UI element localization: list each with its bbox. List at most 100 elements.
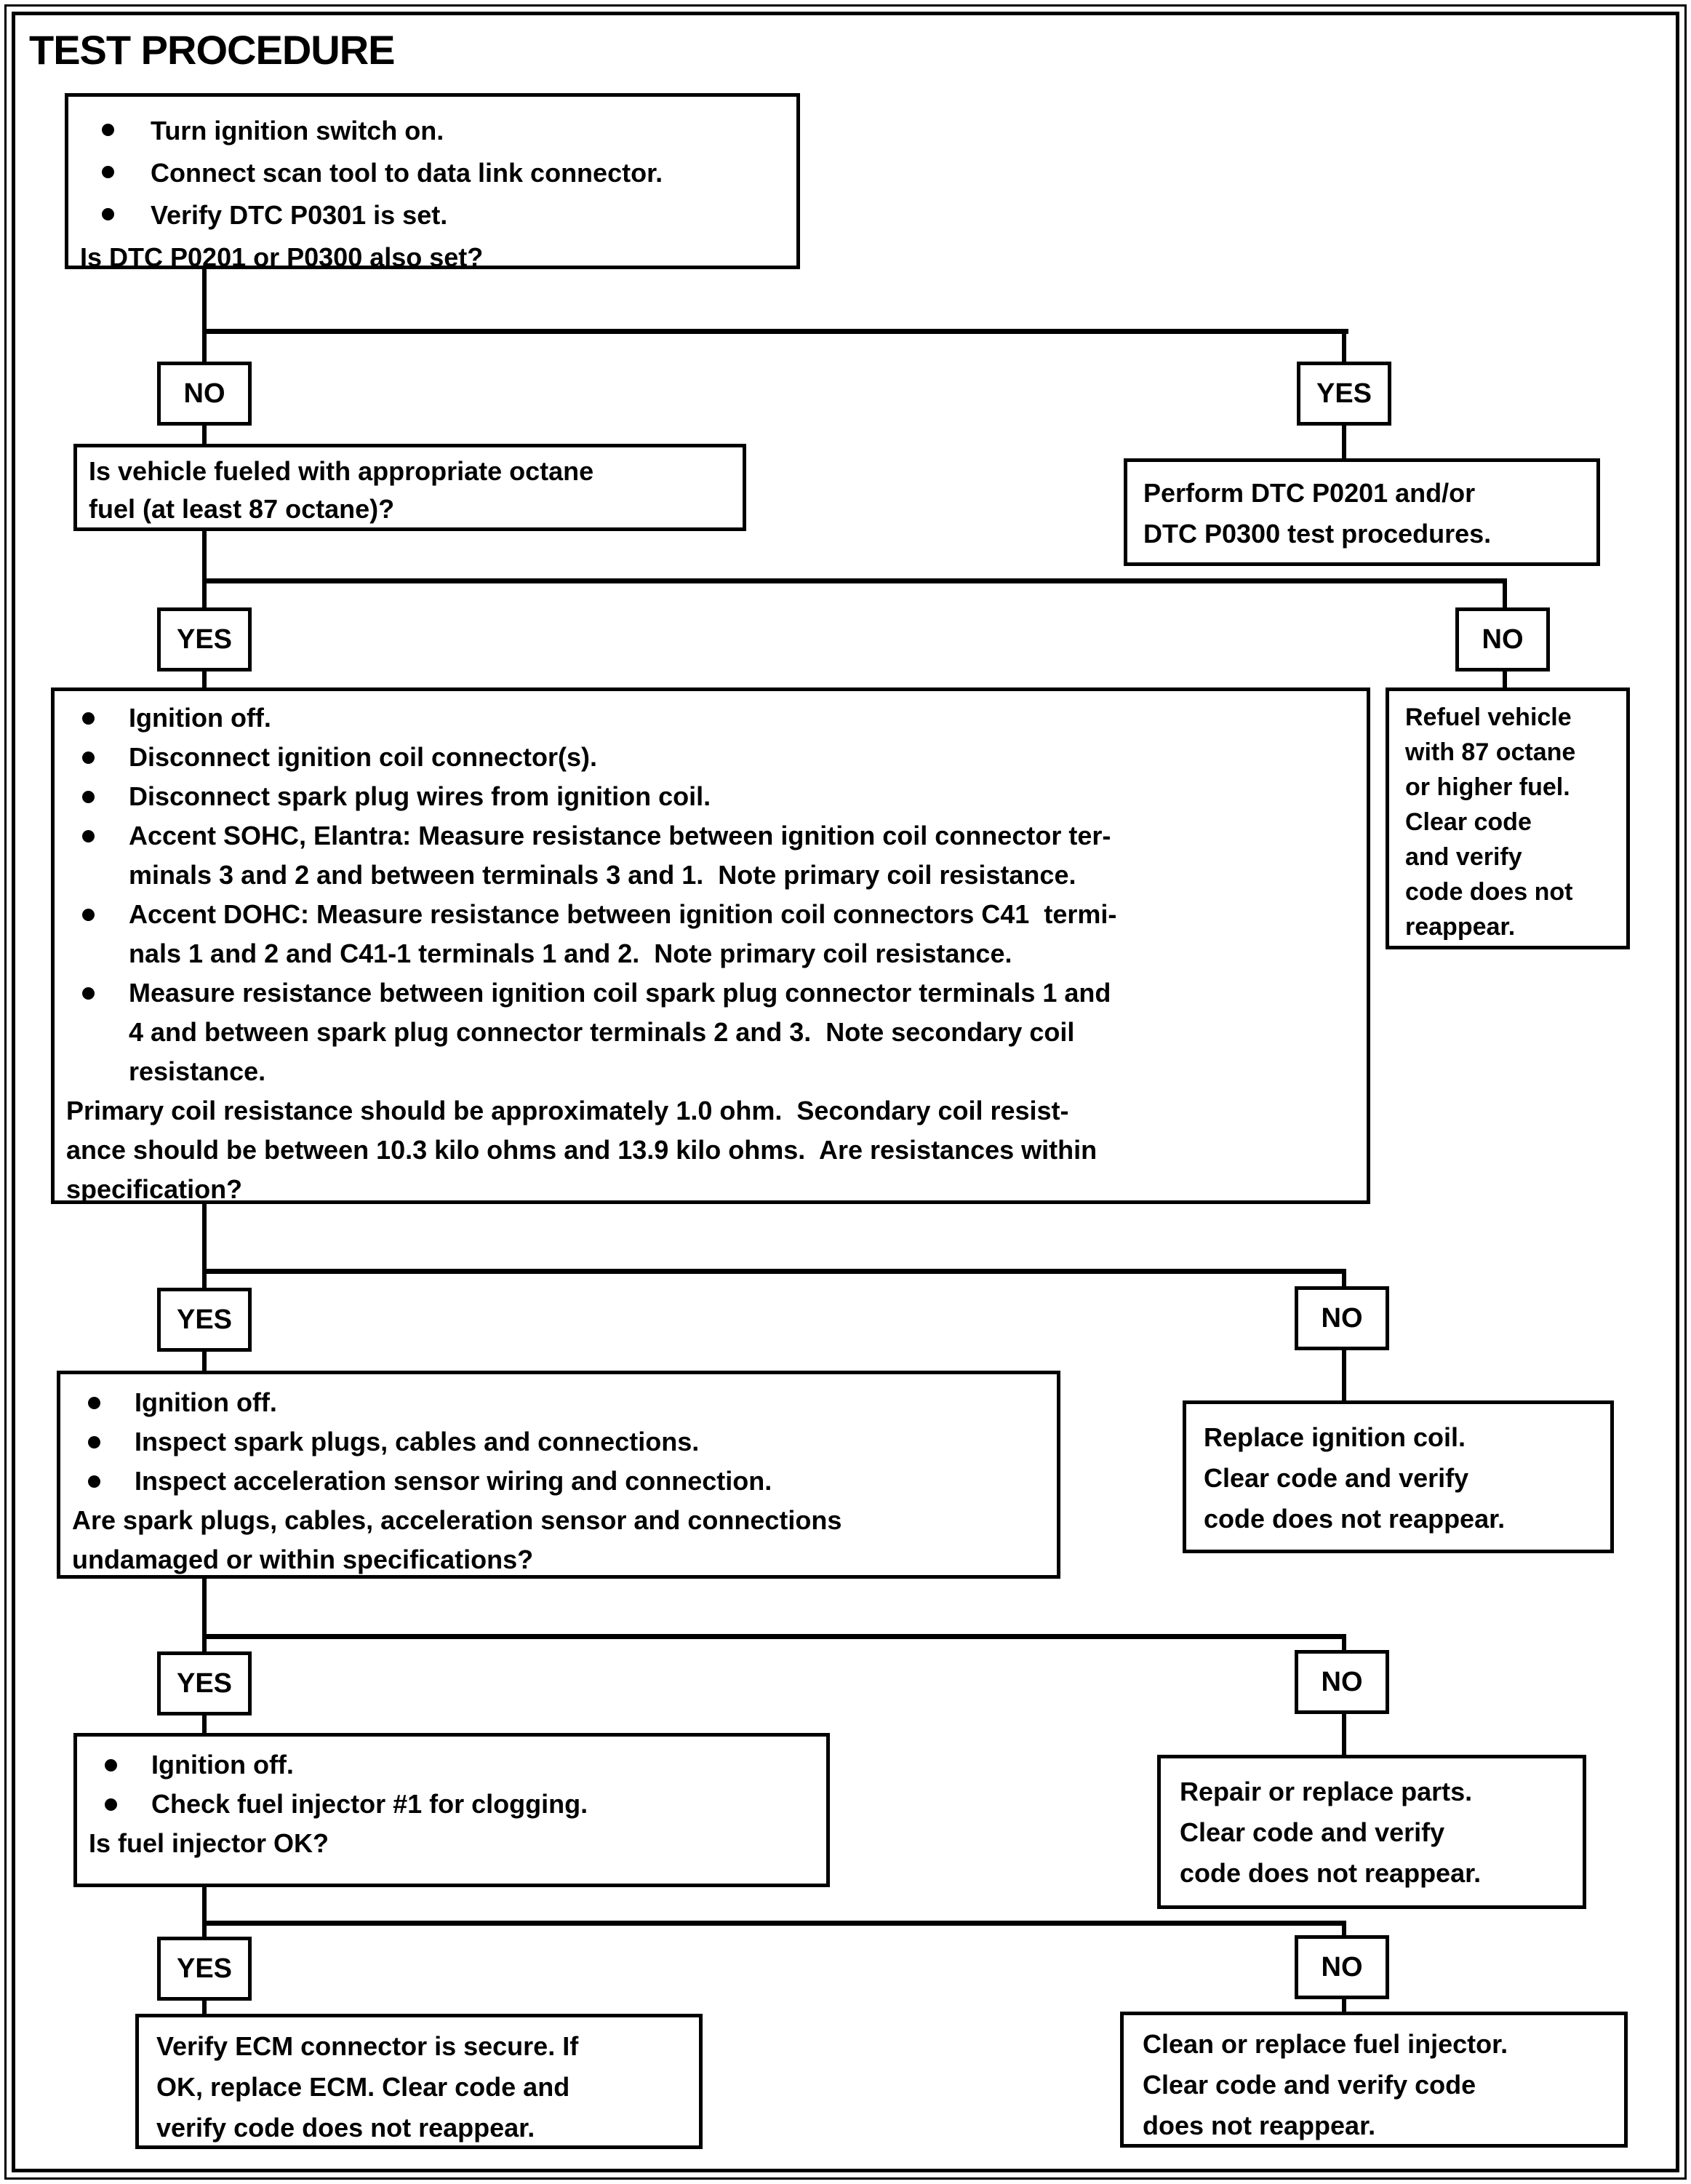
connector-line: [1342, 1269, 1346, 1288]
replace-coil-text: Replace ignition coil. Clear code and ve…: [1204, 1422, 1506, 1534]
connector-line: [202, 1634, 1346, 1639]
coil-question: Primary coil resistance should be approx…: [66, 1096, 1098, 1204]
coil-test-box: Ignition off. Disconnect ignition coil c…: [51, 688, 1370, 1204]
connector-line: [202, 1577, 207, 1637]
connector-line: [1342, 329, 1346, 364]
injector-bullet-1: Ignition off.: [151, 1750, 294, 1780]
inspect-bullet-2: Inspect spark plugs, cables and connecti…: [135, 1427, 700, 1456]
no-label: NO: [183, 378, 225, 409]
list-item: Accent SOHC, Elantra: Measure resistance…: [55, 816, 1367, 895]
list-item: Connect scan tool to data link connector…: [68, 152, 796, 194]
coil-bullet-3: Disconnect spark plug wires from ignitio…: [129, 781, 711, 811]
list-item: Inspect acceleration sensor wiring and c…: [60, 1462, 1057, 1501]
connector-line: [202, 1350, 207, 1371]
bullet-icon: [88, 1397, 100, 1409]
connector-line: [202, 1999, 207, 2015]
connector-line: [202, 424, 207, 446]
yes-label: YES: [176, 623, 233, 655]
connector-line: [202, 1269, 1346, 1274]
perform-dtc-box: Perform DTC P0201 and/or DTC P0300 test …: [1124, 458, 1600, 566]
connector-line: [202, 1203, 207, 1272]
decision-label-yes-4: YES: [157, 1651, 252, 1715]
coil-bullet-5: Accent DOHC: Measure resistance between …: [129, 899, 1117, 968]
inspect-bullet-3: Inspect acceleration sensor wiring and c…: [135, 1466, 772, 1496]
bullet-icon: [88, 1436, 100, 1448]
injector-bullet-2: Check fuel injector #1 for clogging.: [151, 1789, 588, 1819]
connector-line: [202, 1634, 207, 1653]
connector-line: [1342, 424, 1346, 461]
injector-check-box: Ignition off. Check fuel injector #1 for…: [73, 1733, 830, 1887]
list-item: Disconnect ignition coil connector(s).: [55, 738, 1367, 777]
verify-ecm-box: Verify ECM connector is secure. If OK, r…: [135, 2014, 703, 2149]
decision-label-no-4: NO: [1295, 1650, 1389, 1714]
yes-label: YES: [1316, 378, 1372, 409]
connector-line: [202, 530, 207, 581]
start-box: Turn ignition switch on. Connect scan to…: [65, 93, 800, 272]
bullet-icon: [82, 791, 95, 803]
octane-question-text: Is vehicle fueled with appropriate octan…: [89, 456, 594, 524]
verify-ecm-text: Verify ECM connector is secure. If OK, r…: [156, 2031, 579, 2143]
connector-line: [1342, 1998, 1346, 2014]
inspect-box: Ignition off. Inspect spark plugs, cable…: [57, 1371, 1060, 1579]
connector-line: [202, 329, 1348, 334]
start-bullet-3: Verify DTC P0301 is set.: [151, 200, 448, 230]
connector-line: [1342, 1349, 1346, 1401]
list-item: Ignition off.: [55, 698, 1367, 738]
no-label: NO: [1482, 623, 1524, 655]
octane-question-box: Is vehicle fueled with appropriate octan…: [73, 444, 746, 531]
bullet-icon: [105, 1759, 117, 1771]
perform-dtc-text: Perform DTC P0201 and/or DTC P0300 test …: [1143, 478, 1492, 549]
bullet-icon: [82, 752, 95, 764]
connector-line: [202, 329, 207, 364]
repair-parts-text: Repair or replace parts. Clear code and …: [1180, 1777, 1482, 1888]
page-border-inner: [12, 12, 1679, 2172]
bullet-icon: [88, 1475, 100, 1488]
inspect-question: Are spark plugs, cables, acceleration se…: [72, 1505, 842, 1574]
coil-bullet-1: Ignition off.: [129, 703, 271, 733]
decision-label-no-2: NO: [1455, 607, 1550, 671]
connector-line: [202, 1269, 207, 1289]
clean-injector-box: Clean or replace fuel injector. Clear co…: [1120, 2012, 1628, 2148]
list-item: Ignition off.: [60, 1383, 1057, 1422]
refuel-text: Refuel vehicle with 87 octane or higher …: [1405, 704, 1576, 941]
bullet-icon: [102, 124, 114, 136]
start-question: Is DTC P0201 or P0300 also set?: [80, 242, 484, 272]
inspect-bullet-1: Ignition off.: [135, 1387, 277, 1417]
connector-line: [202, 1714, 207, 1734]
bullet-icon: [105, 1798, 117, 1811]
decision-label-yes-3: YES: [157, 1288, 252, 1352]
decision-label-no-3: NO: [1295, 1286, 1389, 1350]
yes-label: YES: [176, 1953, 233, 1984]
bullet-icon: [82, 987, 95, 1000]
bullet-icon: [82, 909, 95, 921]
coil-bullet-2: Disconnect ignition coil connector(s).: [129, 742, 598, 772]
replace-coil-box: Replace ignition coil. Clear code and ve…: [1183, 1400, 1614, 1553]
connector-line: [202, 1886, 207, 1924]
yes-label: YES: [176, 1304, 233, 1335]
connector-line: [202, 1921, 207, 1938]
list-item: Turn ignition switch on.: [68, 110, 796, 152]
start-bullet-1: Turn ignition switch on.: [151, 116, 444, 146]
coil-bullet-6: Measure resistance between ignition coil…: [129, 978, 1111, 1086]
connector-line: [202, 1921, 1346, 1926]
no-label: NO: [1321, 1302, 1363, 1334]
list-item: Measure resistance between ignition coil…: [55, 973, 1367, 1091]
list-item: Verify DTC P0301 is set.: [68, 194, 796, 236]
bullet-icon: [102, 208, 114, 220]
bullet-icon: [82, 830, 95, 842]
decision-label-yes-5: YES: [157, 1937, 252, 2001]
clean-injector-text: Clean or replace fuel injector. Clear co…: [1143, 2029, 1508, 2140]
coil-bullet-4: Accent SOHC, Elantra: Measure resistance…: [129, 821, 1111, 890]
connector-line: [1342, 1634, 1346, 1651]
bullet-icon: [102, 166, 114, 178]
list-item: Ignition off.: [77, 1745, 826, 1785]
connector-line: [1342, 1713, 1346, 1756]
page-title: TEST PROCEDURE: [29, 27, 395, 73]
connector-line: [1342, 1921, 1346, 1937]
list-item: Inspect spark plugs, cables and connecti…: [60, 1422, 1057, 1462]
list-item: Disconnect spark plug wires from ignitio…: [55, 777, 1367, 816]
injector-question: Is fuel injector OK?: [89, 1828, 329, 1858]
connector-line: [202, 578, 1507, 583]
list-item: Accent DOHC: Measure resistance between …: [55, 895, 1367, 973]
